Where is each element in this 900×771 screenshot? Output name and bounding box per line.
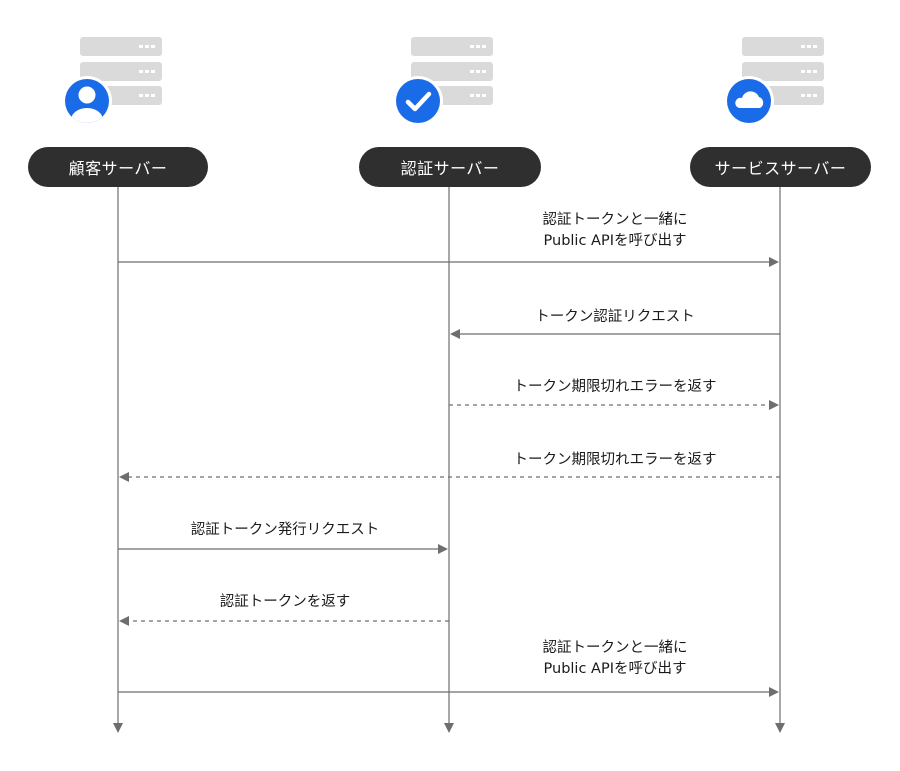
participant-label-customer: 顧客サーバー bbox=[28, 147, 208, 187]
server-rack-light bbox=[470, 45, 474, 48]
server-rack-light bbox=[807, 45, 811, 48]
message-1-label: 認証トークンと一緒に Public APIを呼び出す bbox=[455, 210, 775, 252]
server-rack-light bbox=[801, 45, 805, 48]
message-1-line-2: Public APIを呼び出す bbox=[543, 233, 687, 249]
message-2-line-1: トークン認証リクエスト bbox=[535, 309, 695, 325]
user-icon bbox=[62, 76, 112, 126]
server-rack-light bbox=[807, 70, 811, 73]
check-mark bbox=[405, 91, 432, 112]
message-3-arrowhead bbox=[769, 400, 779, 410]
message-6-label: 認証トークンを返す bbox=[125, 592, 445, 613]
server-rack-unit bbox=[742, 37, 824, 56]
message-2-arrowhead bbox=[450, 329, 460, 339]
message-7-line-2: Public APIを呼び出す bbox=[543, 661, 687, 677]
message-5-line-1: 認証トークン発行リクエスト bbox=[190, 522, 380, 538]
cloud-icon bbox=[724, 76, 774, 126]
cloud-shape bbox=[735, 91, 764, 108]
lifeline-end-arrow-auth bbox=[444, 723, 454, 733]
server-rack-light bbox=[482, 45, 486, 48]
message-6-arrowhead bbox=[119, 616, 129, 626]
server-rack-light bbox=[476, 70, 480, 73]
message-1-line-1: 認証トークンと一緒に bbox=[542, 212, 688, 228]
message-4-arrowhead bbox=[119, 472, 129, 482]
server-rack-light bbox=[470, 94, 474, 97]
server-rack-light bbox=[807, 94, 811, 97]
server-rack-unit bbox=[742, 62, 824, 81]
participant-label-service: サービスサーバー bbox=[690, 147, 871, 187]
message-1-arrowhead bbox=[769, 257, 779, 267]
message-5-arrowhead bbox=[438, 544, 448, 554]
check-icon bbox=[393, 76, 443, 126]
user-head bbox=[78, 86, 96, 104]
message-5-label: 認証トークン発行リクエスト bbox=[125, 520, 445, 541]
message-2-label: トークン認証リクエスト bbox=[455, 307, 775, 328]
server-rack-light bbox=[145, 45, 149, 48]
lifeline-end-arrow-customer bbox=[113, 723, 123, 733]
lifeline-end-arrow-service bbox=[775, 723, 785, 733]
message-6-line-1: 認証トークンを返す bbox=[219, 594, 351, 610]
server-rack-light bbox=[151, 45, 155, 48]
participant-label-auth: 認証サーバー bbox=[359, 147, 541, 187]
server-rack-light bbox=[801, 70, 805, 73]
message-3-label: トークン期限切れエラーを返す bbox=[455, 377, 775, 398]
user-body bbox=[71, 108, 103, 123]
message-4-label: トークン期限切れエラーを返す bbox=[455, 450, 775, 471]
server-rack-light bbox=[139, 70, 143, 73]
message-4-line-1: トークン期限切れエラーを返す bbox=[513, 452, 717, 468]
badge-circle bbox=[396, 79, 440, 123]
message-7-line-1: 認証トークンと一緒に bbox=[542, 640, 688, 656]
message-3-line-1: トークン期限切れエラーを返す bbox=[513, 379, 717, 395]
server-rack-light bbox=[801, 94, 805, 97]
server-rack-unit bbox=[80, 62, 162, 81]
server-rack-unit bbox=[80, 37, 162, 56]
server-rack-light bbox=[813, 94, 817, 97]
server-rack-light bbox=[145, 70, 149, 73]
server-rack-light bbox=[139, 45, 143, 48]
server-rack-light bbox=[482, 94, 486, 97]
server-rack-light bbox=[470, 70, 474, 73]
server-rack-light bbox=[813, 70, 817, 73]
server-rack-light bbox=[476, 45, 480, 48]
server-rack-light bbox=[145, 94, 149, 97]
server-rack-unit bbox=[411, 37, 493, 56]
server-rack-light bbox=[151, 94, 155, 97]
server-rack-unit bbox=[411, 62, 493, 81]
message-7-arrowhead bbox=[769, 687, 779, 697]
server-rack-light bbox=[151, 70, 155, 73]
server-rack-light bbox=[476, 94, 480, 97]
server-rack-light bbox=[482, 70, 486, 73]
message-7-label: 認証トークンと一緒に Public APIを呼び出す bbox=[455, 638, 775, 680]
server-rack-light bbox=[139, 94, 143, 97]
server-rack-light bbox=[813, 45, 817, 48]
